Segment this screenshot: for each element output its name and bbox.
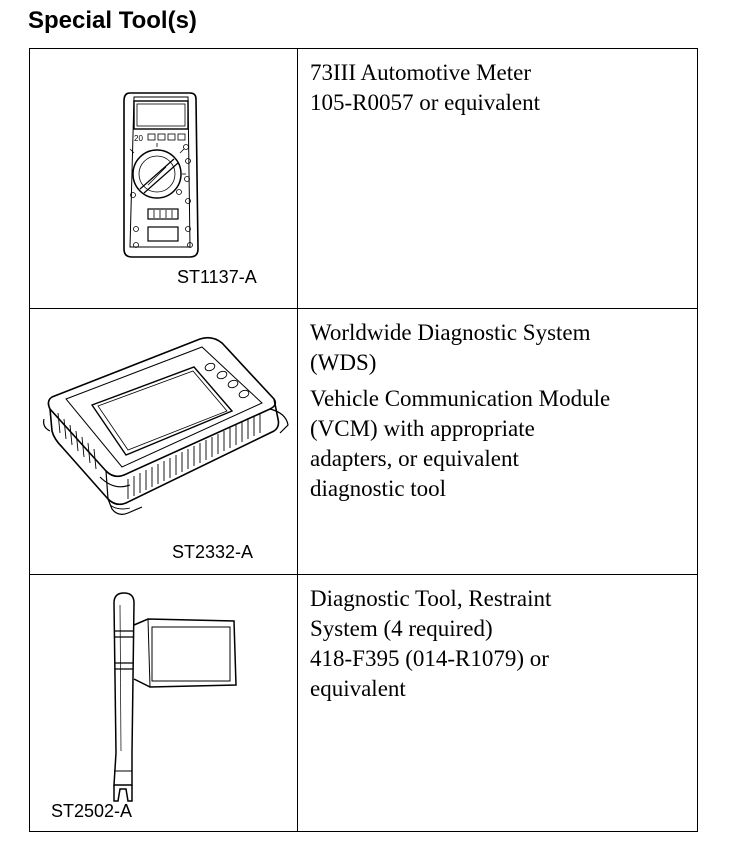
tool-description-cell: Worldwide Diagnostic System (WDS) Vehicl… bbox=[297, 308, 698, 575]
description-line: (WDS) bbox=[310, 350, 377, 375]
tool-description: 73III Automotive Meter 105-R0057 or equi… bbox=[298, 49, 697, 118]
tool-description: Worldwide Diagnostic System (WDS) Vehicl… bbox=[298, 309, 697, 504]
description-line: 418-F395 (014-R1079) or bbox=[310, 646, 549, 671]
tool-row: 20 bbox=[29, 48, 698, 309]
restraint-diagnostic-tool-icon bbox=[113, 592, 237, 802]
description-line: 105-R0057 or equivalent bbox=[310, 90, 540, 115]
description-line: adapters, or equivalent bbox=[310, 446, 519, 471]
automotive-meter-icon: 20 bbox=[123, 92, 199, 258]
description-line: (VCM) with appropriate bbox=[310, 416, 535, 441]
tool-row: ST2332-A Worldwide Diagnostic System (WD… bbox=[29, 308, 698, 575]
tool-image-cell: 20 bbox=[29, 48, 298, 309]
description-line: 73III Automotive Meter bbox=[310, 60, 532, 85]
figure-code: ST2332-A bbox=[172, 542, 254, 562]
tool-image-cell: ST2502-A bbox=[29, 574, 298, 832]
description-paragraph: Vehicle Communication Module (VCM) with … bbox=[310, 384, 687, 504]
description-line: Worldwide Diagnostic System bbox=[310, 320, 591, 345]
page-title: Special Tool(s) bbox=[28, 7, 197, 34]
svg-text:20: 20 bbox=[134, 134, 143, 143]
special-tools-table: 20 bbox=[29, 48, 698, 832]
figure-code: ST1137-A bbox=[177, 267, 257, 287]
tool-row: ST2502-A Diagnostic Tool, Restraint Syst… bbox=[29, 574, 698, 832]
diagnostic-system-icon bbox=[43, 336, 289, 515]
description-line: System (4 required) bbox=[310, 616, 493, 641]
tool-image-cell: ST2332-A bbox=[29, 308, 298, 575]
description-paragraph: Worldwide Diagnostic System (WDS) bbox=[310, 318, 687, 378]
tool-description-cell: Diagnostic Tool, Restraint System (4 req… bbox=[297, 574, 698, 832]
description-line: Vehicle Communication Module bbox=[310, 386, 611, 411]
description-line: Diagnostic Tool, Restraint bbox=[310, 586, 552, 611]
tool-description-cell: 73III Automotive Meter 105-R0057 or equi… bbox=[297, 48, 698, 309]
tool-description: Diagnostic Tool, Restraint System (4 req… bbox=[298, 575, 697, 704]
description-line: diagnostic tool bbox=[310, 476, 447, 501]
description-line: equivalent bbox=[310, 676, 406, 701]
figure-code: ST2502-A bbox=[51, 801, 133, 821]
